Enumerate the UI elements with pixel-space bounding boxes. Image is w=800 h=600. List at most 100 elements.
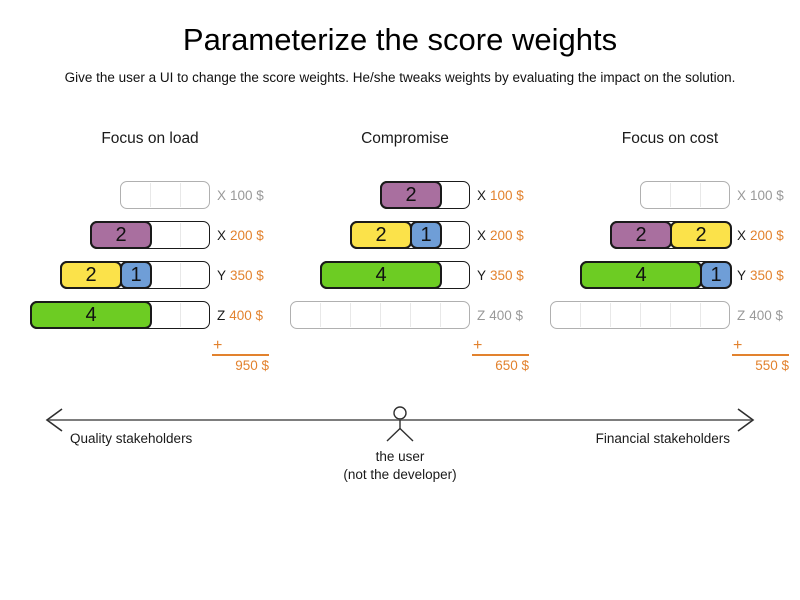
chip-value: 2 (375, 224, 387, 246)
row-price-label: 200 $ (230, 228, 264, 243)
row-variable-label: Z (477, 308, 486, 323)
chip-value: 4 (375, 264, 387, 286)
weight-chip-yellow: 2 (670, 221, 732, 249)
panel-header-focus-on-load: Focus on load (101, 130, 199, 147)
panel-header-compromise: Compromise (361, 130, 449, 147)
page-subtitle: Give the user a UI to change the score w… (64, 70, 736, 85)
financial-stakeholders-label: Financial stakeholders (595, 431, 730, 446)
weight-slot: 4 (30, 301, 210, 329)
weight-chip-green: 4 (580, 261, 702, 289)
row-variable-label: X (477, 228, 487, 243)
slot-gridline (410, 303, 411, 327)
sum-total: 550 $ (755, 358, 789, 373)
slot-gridline (700, 183, 701, 207)
sum-block: + 650 $ (472, 337, 529, 375)
chip-value: 2 (405, 184, 417, 206)
sum-line (212, 354, 269, 356)
weight-chip-purple: 2 (610, 221, 672, 249)
chip-value: 2 (635, 224, 647, 246)
weight-chip-blue: 1 (410, 221, 442, 249)
weight-chip-yellow: 2 (350, 221, 412, 249)
right-arrowhead-icon (737, 408, 755, 432)
sum-block: + 550 $ (732, 337, 789, 375)
chip-value: 1 (710, 264, 722, 286)
weight-slot (290, 301, 470, 329)
weight-chip-blue: 1 (700, 261, 732, 289)
weight-slot: 2 (380, 181, 470, 209)
plus-icon: + (733, 337, 743, 354)
slot-gridline (440, 303, 441, 327)
slot-gridline (670, 303, 671, 327)
row-price-label: 200 $ (490, 228, 524, 243)
weight-chip-purple: 2 (380, 181, 442, 209)
weight-slot: 2 (90, 221, 210, 249)
row-price-label: 100 $ (750, 188, 784, 203)
slot-gridline (700, 303, 701, 327)
weight-slot: 4 (320, 261, 470, 289)
slot-gridline (180, 263, 181, 287)
slot-gridline (350, 303, 351, 327)
chip-value: 2 (85, 264, 97, 286)
weight-chip-green: 4 (320, 261, 442, 289)
row-variable-label: X (737, 228, 747, 243)
row-price-label: 100 $ (230, 188, 264, 203)
row-price-label: 200 $ (750, 228, 784, 243)
row-variable-label: Z (217, 308, 226, 323)
chip-value: 4 (85, 304, 97, 326)
row-variable-label: Z (737, 308, 746, 323)
row-variable-label: X (217, 188, 227, 203)
row-variable-label: Y (217, 268, 227, 283)
slot-gridline (380, 303, 381, 327)
row-variable-label: X (477, 188, 487, 203)
slot-gridline (610, 303, 611, 327)
row-variable-label: Y (737, 268, 747, 283)
sum-line (472, 354, 529, 356)
row-price-label: 400 $ (489, 308, 524, 323)
slot-gridline (580, 303, 581, 327)
row-price-label: 350 $ (750, 268, 784, 283)
slot-gridline (320, 303, 321, 327)
weight-slot (640, 181, 730, 209)
user-sublabel: (not the developer) (343, 467, 457, 482)
slot-gridline (180, 223, 181, 247)
row-variable-label: Y (477, 268, 487, 283)
left-arrowhead-icon (45, 408, 63, 432)
row-price-label: 400 $ (749, 308, 784, 323)
weight-slot (550, 301, 730, 329)
stakeholder-spectrum-arrow (45, 406, 755, 442)
sum-total: 950 $ (235, 358, 269, 373)
slot-gridline (180, 303, 181, 327)
chip-value: 2 (115, 224, 127, 246)
slot-gridline (670, 183, 671, 207)
chip-value: 4 (635, 264, 647, 286)
row-price-label: 350 $ (230, 268, 264, 283)
row-price-label: 100 $ (490, 188, 524, 203)
chip-value: 1 (420, 224, 432, 246)
weight-slot (120, 181, 210, 209)
plus-icon: + (473, 337, 483, 354)
stick-figure-icon (386, 406, 414, 442)
sum-total: 650 $ (495, 358, 529, 373)
chip-value: 2 (695, 224, 707, 246)
weight-chip-blue: 1 (120, 261, 152, 289)
row-price-label: 400 $ (229, 308, 264, 323)
row-variable-label: X (737, 188, 747, 203)
weight-chip-purple: 2 (90, 221, 152, 249)
weight-chip-green: 4 (30, 301, 152, 329)
